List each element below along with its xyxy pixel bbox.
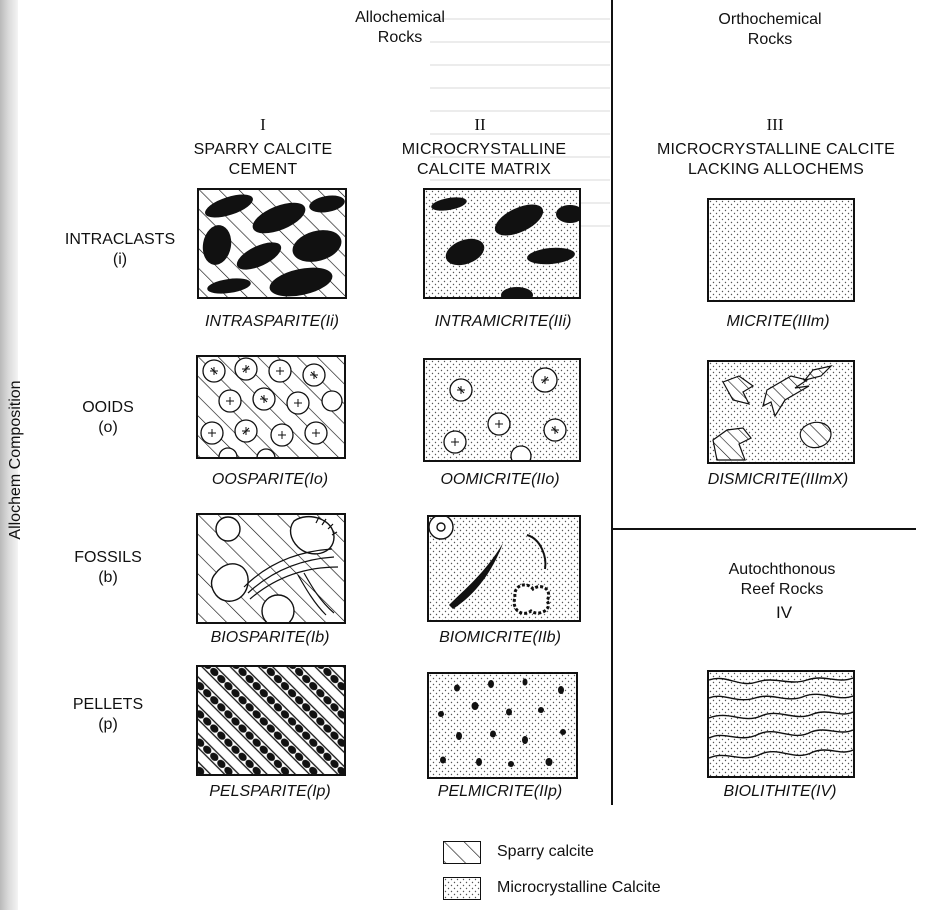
- pelsparite-texture: [198, 667, 344, 774]
- dismicrite-texture: [709, 362, 853, 462]
- intramicrite-panel: [423, 188, 581, 299]
- stipple-pattern-icon: [444, 878, 480, 899]
- allochem-composition-axis-label: Allochem Composition: [7, 380, 25, 539]
- orthochemical-rocks-heading: Orthochemical Rocks: [690, 10, 850, 50]
- dismicrite-panel: [707, 360, 855, 464]
- intramicrite-texture: [425, 190, 579, 297]
- column-i-title: SPARRY CALCITE CEMENT: [168, 140, 358, 180]
- reef-rocks-numeral: IV: [764, 603, 804, 623]
- row-label-pellets: PELLETS (p): [48, 695, 168, 735]
- oosparite-panel: [196, 355, 346, 459]
- pelmicrite-panel: [427, 672, 578, 779]
- legend-sparry-swatch: [443, 841, 481, 864]
- column-iii-numeral: III: [750, 115, 800, 135]
- column-iii-title: MICROCRYSTALLINE CALCITE LACKING ALLOCHE…: [622, 140, 929, 180]
- oosparite-label: OOSPARITE(Io): [160, 470, 380, 490]
- pelsparite-label: PELSPARITE(Ip): [160, 782, 380, 802]
- dismicrite-label: DISMICRITE(IIImX): [668, 470, 888, 490]
- allochemical-rocks-text: Allochemical Rocks: [300, 8, 500, 48]
- oomicrite-texture: [425, 360, 579, 460]
- pelmicrite-texture: [429, 674, 576, 777]
- column-ii-title: MICROCRYSTALLINE CALCITE MATRIX: [384, 140, 584, 180]
- legend-microcrystalline-swatch: [443, 877, 481, 900]
- intramicrite-label: INTRAMICRITE(IIi): [393, 312, 613, 332]
- legend-sparry-label: Sparry calcite: [497, 843, 594, 861]
- ortho-divider-vertical: [611, 0, 613, 805]
- column-i-numeral: I: [248, 115, 278, 135]
- hatch-pattern-icon: [444, 842, 480, 863]
- biosparite-panel: [196, 513, 346, 624]
- oosparite-texture: [198, 357, 344, 457]
- row-label-ooids: OOIDS (o): [48, 398, 168, 438]
- micrite-panel: [707, 198, 855, 302]
- row-label-fossils: FOSSILS (b): [48, 548, 168, 588]
- row-label-intraclasts: INTRACLASTS (i): [40, 230, 200, 270]
- pelmicrite-label: PELMICRITE(IIp): [390, 782, 610, 802]
- orthochemical-rocks-text: Orthochemical Rocks: [690, 10, 850, 50]
- allochemical-rocks-heading: Allochemical Rocks: [300, 8, 500, 48]
- biolithite-texture: [709, 672, 853, 776]
- micrite-label: MICRITE(IIIm): [668, 312, 888, 332]
- biosparite-label: BIOSPARITE(Ib): [160, 628, 380, 648]
- intrasparite-label: INTRASPARITE(Ii): [162, 312, 382, 332]
- biolithite-panel: [707, 670, 855, 778]
- intrasparite-panel: [197, 188, 347, 299]
- biomicrite-texture: [429, 517, 579, 620]
- oomicrite-panel: [423, 358, 581, 462]
- pelsparite-panel: [196, 665, 346, 776]
- biomicrite-label: BIOMICRITE(IIb): [390, 628, 610, 648]
- biolithite-label: BIOLITHITE(IV): [670, 782, 890, 802]
- column-ii-numeral: II: [455, 115, 505, 135]
- biomicrite-panel: [427, 515, 581, 622]
- intrasparite-texture: [199, 190, 345, 297]
- micrite-texture: [709, 200, 853, 300]
- oomicrite-label: OOMICRITE(IIo): [390, 470, 610, 490]
- reef-rocks-heading: Autochthonous Reef Rocks: [696, 560, 868, 600]
- legend-microcrystalline-label: Microcrystalline Calcite: [497, 879, 661, 897]
- biosparite-texture: [198, 515, 344, 622]
- reef-divider-horizontal: [613, 528, 916, 530]
